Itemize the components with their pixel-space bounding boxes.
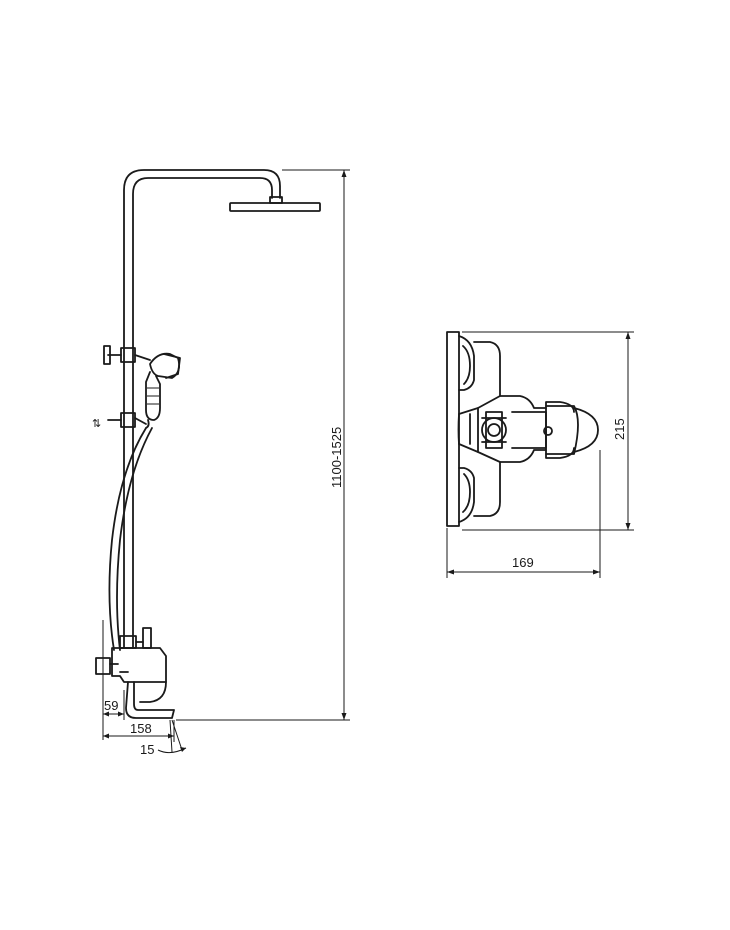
mixer-body: [457, 395, 547, 463]
slide-bracket-upper: [103, 345, 136, 365]
flow-symbol-icon: ⇅: [92, 417, 101, 430]
thermostatic-handle: [511, 401, 599, 459]
dim-label-215: 215: [612, 418, 627, 440]
dimension-height: 1100-1525: [176, 169, 350, 721]
bath-mixer-side: [95, 647, 175, 719]
dim-label-169: 169: [512, 555, 534, 570]
dimension-158: 158: [103, 720, 175, 742]
shower-column-side-view: ⇅ 59: [92, 169, 350, 757]
bath-mixer-front-view: 215 169: [446, 331, 634, 578]
slide-bracket-lower: ⇅: [92, 412, 147, 430]
dimension-215: 215: [462, 331, 634, 531]
riser-pipe: [123, 169, 281, 649]
bottom-cap: [458, 461, 501, 523]
wall-plate: [446, 331, 460, 527]
dim-label-15: 15: [140, 742, 154, 757]
top-cap: [458, 335, 501, 397]
hand-shower: [134, 352, 181, 429]
dimension-59: 59: [103, 690, 125, 720]
cartridge: [481, 411, 507, 449]
shower-hose: [108, 427, 147, 651]
dim-label-158: 158: [130, 721, 152, 736]
rain-shower-head: [229, 196, 321, 212]
bath-spout: [125, 681, 175, 719]
dim-label-height: 1100-1525: [329, 427, 344, 488]
dim-label-59: 59: [104, 698, 118, 713]
dimension-angle-15: 15: [140, 719, 187, 757]
dimension-169: 169: [446, 450, 601, 578]
